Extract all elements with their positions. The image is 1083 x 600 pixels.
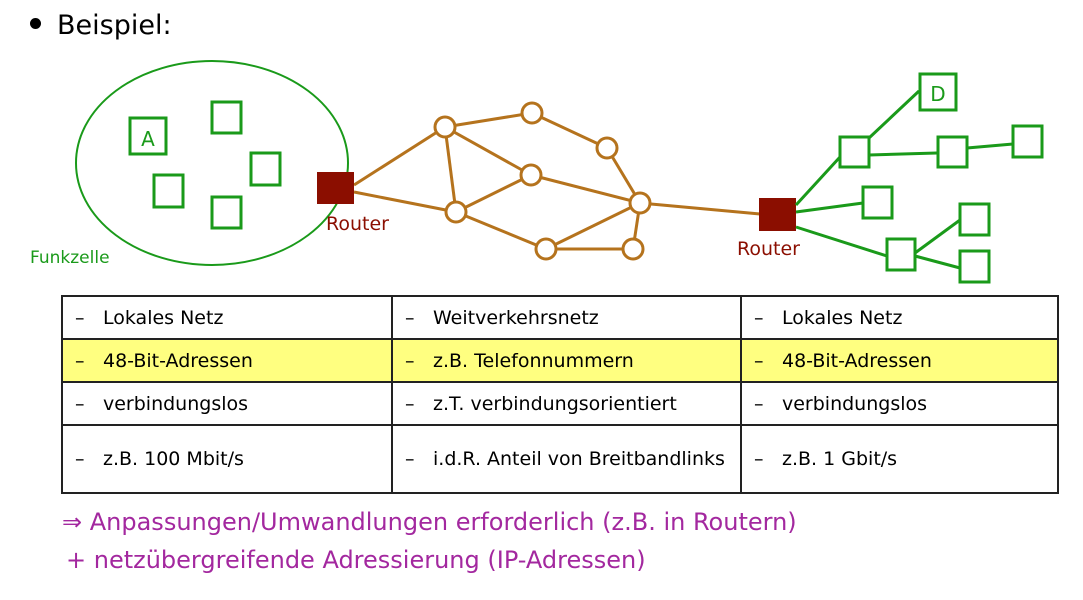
dash: –	[405, 448, 415, 470]
host	[210, 100, 243, 135]
table-cell: –z.T. verbindungsorientiert	[391, 381, 742, 426]
cell-text: Lokales Netz	[782, 306, 903, 329]
conclusion-line-2: + netzübergreifende Adressierung (IP-Adr…	[66, 546, 646, 574]
dash: –	[754, 349, 764, 372]
radio-cell-label: Funkzelle	[30, 248, 110, 268]
wan-node	[433, 115, 457, 139]
cell-text: verbindungslos	[782, 392, 928, 415]
host-a	[128, 116, 168, 156]
host	[936, 135, 969, 169]
bullet-heading: Beispiel:	[30, 10, 172, 41]
table-cell: –z.B. Telefonnummern	[391, 338, 742, 383]
cell-text: 48-Bit-Adressen	[782, 349, 932, 372]
router-right-label: Router	[737, 238, 800, 260]
host	[958, 249, 991, 284]
network-diagram: A Funkzelle Router Router	[30, 60, 1044, 284]
wan-node	[444, 200, 468, 224]
table-cell: –48-Bit-Adressen	[61, 338, 393, 383]
table-cell: –z.B. 1 Gbit/s	[740, 424, 1059, 494]
wan-links	[353, 111, 761, 251]
dash: –	[75, 448, 85, 470]
radio-cell-ellipse	[75, 60, 349, 266]
host	[249, 151, 282, 187]
table-cell: –Weitverkehrsnetz	[391, 295, 742, 340]
dash: –	[754, 392, 764, 415]
cell-text: Lokales Netz	[103, 306, 224, 329]
host	[838, 135, 871, 169]
router-left	[317, 172, 354, 204]
table-cell: –Lokales Netz	[740, 295, 1059, 340]
dash: –	[405, 349, 415, 372]
table-cell: –z.B. 100 Mbit/s	[61, 424, 393, 494]
cell-text: verbindungslos	[103, 392, 249, 415]
dash: –	[75, 392, 85, 415]
cell-text: Weitverkehrsnetz	[433, 306, 599, 329]
bullet-icon	[30, 18, 41, 29]
cell-text: z.B. Telefonnummern	[433, 349, 634, 372]
cell-text: z.T. verbindungsorientiert	[433, 392, 677, 415]
dash: –	[405, 306, 415, 329]
wan-node	[621, 237, 645, 261]
table-row: –Lokales Netz–Weitverkehrsnetz–Lokales N…	[61, 295, 1059, 340]
host-d-label: D	[930, 82, 945, 106]
cell-text: z.B. 100 Mbit/s	[103, 448, 244, 470]
table-row: –48-Bit-Adressen–z.B. Telefonnummern–48-…	[61, 338, 1059, 383]
dash: –	[754, 306, 764, 329]
host	[210, 195, 243, 230]
dash: –	[405, 392, 415, 415]
wan-node	[520, 101, 544, 125]
conclusion-line-1: ⇒ Anpassungen/Umwandlungen erforderlich …	[62, 508, 797, 536]
table-cell: –verbindungslos	[740, 381, 1059, 426]
wan-node	[519, 163, 543, 187]
host	[152, 173, 185, 209]
wan-node	[595, 136, 619, 160]
cell-text: 48-Bit-Adressen	[103, 349, 253, 372]
table-cell: –i.d.R. Anteil von Breitbandlinks	[391, 424, 742, 494]
host	[885, 237, 917, 272]
router-right	[759, 198, 796, 231]
table-cell: –48-Bit-Adressen	[740, 338, 1059, 383]
cell-text: z.B. 1 Gbit/s	[782, 448, 898, 470]
table-cell: –Lokales Netz	[61, 295, 393, 340]
wan-node	[628, 191, 652, 215]
table-row: –z.B. 100 Mbit/s–i.d.R. Anteil von Breit…	[61, 424, 1059, 494]
table-row: –verbindungslos–z.T. verbindungsorientie…	[61, 381, 1059, 426]
host	[1011, 124, 1044, 159]
router-left-label: Router	[326, 213, 389, 235]
host	[958, 202, 991, 237]
dash: –	[754, 448, 764, 470]
wan-node	[534, 237, 558, 261]
table-cell: –verbindungslos	[61, 381, 393, 426]
cell-text: i.d.R. Anteil von Breitbandlinks	[433, 448, 725, 470]
comparison-table: –Lokales Netz–Weitverkehrsnetz–Lokales N…	[61, 295, 1059, 494]
lan-links	[794, 89, 1014, 270]
host-d	[918, 72, 958, 112]
host	[861, 185, 894, 220]
dash: –	[75, 349, 85, 372]
dash: –	[75, 306, 85, 329]
heading-text: Beispiel:	[57, 10, 172, 41]
host-a-label: A	[141, 127, 155, 151]
